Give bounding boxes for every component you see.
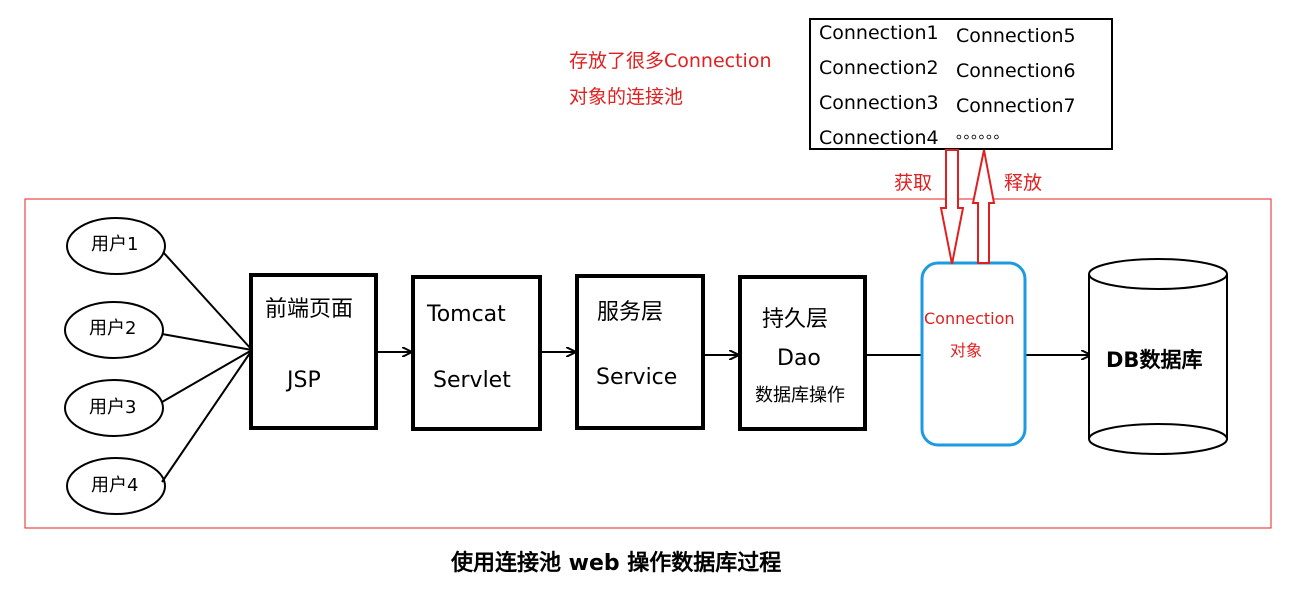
- jsp-box: [249, 273, 378, 430]
- pool-entry: Connection3: [819, 92, 939, 114]
- pool-entry: Connection2: [819, 57, 939, 79]
- diagram-caption: 使用连接池 web 操作数据库过程: [451, 551, 782, 576]
- pool-note-line1: 存放了很多Connection: [569, 50, 772, 72]
- release-label: 释放: [1004, 172, 1043, 194]
- user-label-2: 用户2: [89, 318, 137, 339]
- jsp-box-title: 前端页面: [265, 297, 354, 322]
- acquire-arrow: [939, 149, 965, 265]
- pool-entry: Connection7: [956, 95, 1076, 117]
- user2-link: [161, 333, 253, 351]
- service-box-title: 服务层: [597, 300, 664, 325]
- service-box-subtitle: Service: [596, 365, 678, 390]
- dao-box-title: 持久层: [762, 307, 829, 332]
- user-label-3: 用户3: [89, 397, 137, 418]
- pool-note-line2: 对象的连接池: [569, 86, 684, 108]
- user-label-4: 用户4: [91, 475, 139, 496]
- user-label-1: 用户1: [91, 234, 139, 255]
- pool-entry: Connection4: [819, 127, 939, 149]
- connection-object-sublabel: 对象: [950, 341, 983, 360]
- pool-entry: Connection1: [819, 22, 939, 44]
- pool-ellipsis: 。。。。。。: [956, 124, 1009, 142]
- user1-link: [162, 251, 253, 351]
- user-node-3: [64, 379, 164, 437]
- user-node-1: [66, 217, 166, 275]
- database-cylinder: [1088, 258, 1228, 455]
- release-arrow: [971, 149, 996, 264]
- jsp-box-subtitle: JSP: [287, 368, 321, 393]
- tomcat-box-subtitle: Servlet: [433, 368, 511, 393]
- dao-box: [738, 275, 867, 431]
- service-box: [575, 274, 705, 430]
- connection-object-label: Connection: [924, 309, 1015, 328]
- user3-link: [161, 349, 253, 403]
- dao-box-note: 数据库操作: [755, 385, 845, 406]
- pool-entry: Connection6: [956, 60, 1076, 82]
- tomcat-box: [411, 275, 542, 431]
- acquire-label: 获取: [894, 172, 933, 194]
- connection-object-box: [920, 261, 1027, 447]
- connection-pool-box: [809, 18, 1113, 150]
- user-node-4: [66, 457, 166, 515]
- tomcat-box-title: Tomcat: [427, 302, 506, 327]
- pool-entry: Connection5: [956, 25, 1076, 47]
- user-node-2: [64, 301, 164, 359]
- database-label: DB数据库: [1106, 348, 1203, 372]
- system-frame: [24, 198, 1272, 529]
- dao-box-subtitle: Dao: [777, 346, 821, 371]
- user4-link: [161, 349, 253, 483]
